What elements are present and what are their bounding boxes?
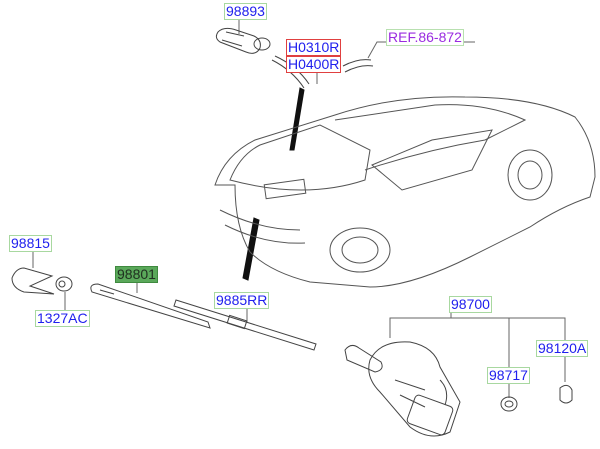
- leader-lines: [32, 17, 566, 398]
- wiper-cap-drawing: [11, 267, 55, 295]
- part-label-h0400r[interactable]: H0400R: [286, 56, 342, 73]
- part-label-1327ac[interactable]: 1327AC: [35, 310, 90, 327]
- part-label-98120a[interactable]: 98120A: [536, 340, 589, 357]
- vehicle-drawing: [214, 96, 596, 288]
- nut-drawing: [55, 276, 73, 292]
- part-label-h0310r[interactable]: H0310R: [286, 39, 342, 56]
- wiper-blade-drawing: [173, 299, 317, 351]
- part-label-98717[interactable]: 98717: [487, 367, 530, 384]
- grommet-drawing: [500, 396, 518, 412]
- reference-label[interactable]: REF.86-872: [386, 29, 464, 46]
- part-label-98815[interactable]: 98815: [9, 235, 52, 252]
- part-label-98893[interactable]: 98893: [224, 3, 267, 20]
- black-indicator-arrow-lower: [242, 217, 260, 281]
- cap-98120a-drawing: [559, 384, 573, 404]
- part-label-98700[interactable]: 98700: [449, 296, 492, 313]
- wiper-motor-drawing: [344, 341, 461, 437]
- wiper-arm-drawing: [90, 283, 211, 329]
- part-label-98801[interactable]: 98801: [115, 266, 158, 283]
- washer-nozzle-drawing: [215, 27, 271, 54]
- part-label-9885rr[interactable]: 9885RR: [214, 292, 270, 309]
- black-indicator-arrow-upper: [289, 87, 305, 151]
